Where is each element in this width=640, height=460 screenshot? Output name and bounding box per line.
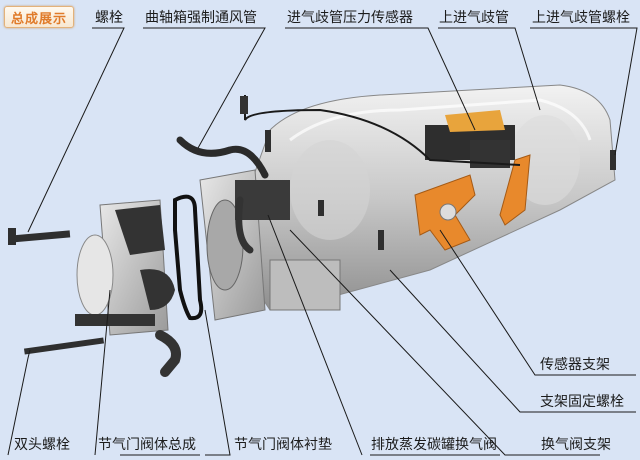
label-throttle-body-assembly: 节气门阀体总成	[98, 437, 196, 453]
label-throttle-body-gasket: 节气门阀体衬垫	[234, 437, 332, 453]
label-stud-bolt: 双头螺栓	[14, 437, 70, 453]
label-map-sensor: 进气歧管压力传感器	[287, 10, 413, 26]
label-crankcase-vent-tube: 曲轴箱强制通风管	[145, 10, 257, 26]
label-upper-manifold-bolt: 上进气歧管螺栓	[532, 10, 630, 26]
label-evap-purge-valve: 排放蒸发碳罐换气阀	[371, 437, 497, 453]
leader-lines	[7, 27, 638, 456]
label-bolt: 螺栓	[95, 10, 123, 26]
sensor-bracket-shape	[414, 154, 531, 251]
label-purge-valve-bracket: 换气阀支架	[541, 437, 611, 453]
label-bracket-bolt: 支架固定螺栓	[540, 394, 624, 410]
assembly-display-badge: 总成展示	[4, 6, 74, 28]
bolts-shape	[8, 130, 616, 355]
throttle-body-shape	[75, 199, 181, 377]
label-sensor-bracket: 传感器支架	[540, 357, 610, 373]
label-upper-intake-manifold: 上进气歧管	[439, 10, 509, 26]
gasket-shape	[173, 194, 204, 321]
vent-tube-shape	[176, 95, 521, 254]
